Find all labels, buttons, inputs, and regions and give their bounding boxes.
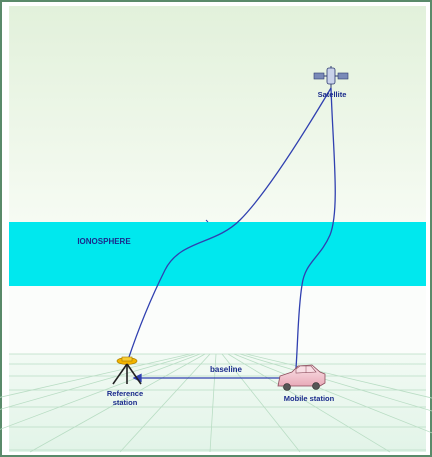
ionosphere-tick bbox=[205, 219, 209, 223]
ground-grid bbox=[0, 353, 432, 453]
signal-path-mobile bbox=[295, 87, 336, 369]
sky-region bbox=[9, 6, 426, 222]
survey-tripod-icon bbox=[112, 356, 142, 385]
ionosphere-band bbox=[9, 222, 426, 286]
reference-station-label-line1: Reference bbox=[107, 389, 143, 398]
satellite-icon bbox=[313, 66, 349, 88]
baseline-label: baseline bbox=[210, 365, 243, 374]
lower-sky-region bbox=[9, 286, 426, 354]
signal-path-reference bbox=[127, 87, 332, 361]
reference-station-label-line2: station bbox=[113, 398, 138, 407]
satellite-label: Satellite bbox=[318, 90, 347, 99]
car-icon bbox=[277, 364, 326, 391]
mobile-station-label: Mobile station bbox=[284, 394, 335, 403]
ionosphere-label: IONOSPHERE bbox=[77, 237, 131, 246]
